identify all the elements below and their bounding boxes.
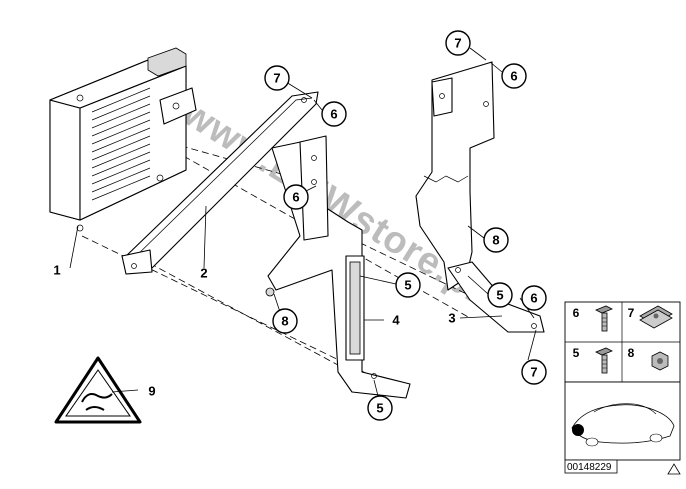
vehicle-location-thumbnail bbox=[564, 381, 681, 461]
svg-text:5: 5 bbox=[376, 401, 383, 416]
control-module-unit bbox=[49, 47, 197, 232]
legend-number-8: 8 bbox=[628, 346, 635, 360]
svg-text:7: 7 bbox=[454, 36, 461, 51]
callout-5-bottom: 5 bbox=[367, 395, 393, 421]
clip-nut-icon bbox=[639, 305, 673, 329]
leader-lines bbox=[69, 47, 537, 397]
legend-number-6: 6 bbox=[573, 306, 580, 320]
location-marker-icon bbox=[572, 424, 584, 436]
callout-7-left: 7 bbox=[264, 65, 290, 91]
screw-icon bbox=[595, 347, 613, 374]
part-number-1: 1 bbox=[53, 263, 60, 278]
bolt-icon bbox=[595, 305, 613, 332]
part-number-4: 4 bbox=[392, 313, 400, 328]
callout-6-middle: 6 bbox=[283, 184, 309, 210]
svg-text:7: 7 bbox=[530, 365, 537, 380]
svg-text:6: 6 bbox=[510, 69, 517, 84]
svg-text:8: 8 bbox=[492, 233, 499, 248]
svg-text:5: 5 bbox=[404, 278, 411, 293]
part-number-2: 2 bbox=[200, 266, 207, 281]
svg-text:5: 5 bbox=[496, 288, 503, 303]
svg-text:7: 7 bbox=[273, 71, 280, 86]
part-number-9: 9 bbox=[148, 384, 155, 399]
vertical-bracket bbox=[265, 135, 411, 399]
svg-text:6: 6 bbox=[530, 291, 537, 306]
callout-7-lower-right: 7 bbox=[521, 359, 547, 385]
diagonal-bracket bbox=[121, 91, 319, 275]
document-id: 00148229 bbox=[567, 462, 612, 473]
svg-text:8: 8 bbox=[281, 314, 288, 329]
callout-6-lower-right: 6 bbox=[521, 285, 547, 311]
callout-5-middle: 5 bbox=[395, 272, 421, 298]
callout-6-left: 6 bbox=[321, 101, 347, 127]
callout-5-right: 5 bbox=[487, 282, 513, 308]
hardware-legend: 6 7 5 8 bbox=[564, 301, 681, 383]
legend-number-5: 5 bbox=[573, 346, 580, 360]
svg-text:6: 6 bbox=[292, 190, 299, 205]
svg-text:6: 6 bbox=[330, 107, 337, 122]
triangle-marker-icon bbox=[667, 463, 681, 475]
warning-label-triangle bbox=[54, 356, 142, 424]
legend-number-7: 7 bbox=[628, 306, 635, 320]
callout-6-top-right: 6 bbox=[501, 63, 527, 89]
hex-nut-icon bbox=[651, 351, 669, 371]
callout-8-right: 8 bbox=[483, 227, 509, 253]
callout-7-top-right: 7 bbox=[445, 30, 471, 56]
callout-8-left: 8 bbox=[272, 308, 298, 334]
part-number-3: 3 bbox=[448, 311, 455, 326]
